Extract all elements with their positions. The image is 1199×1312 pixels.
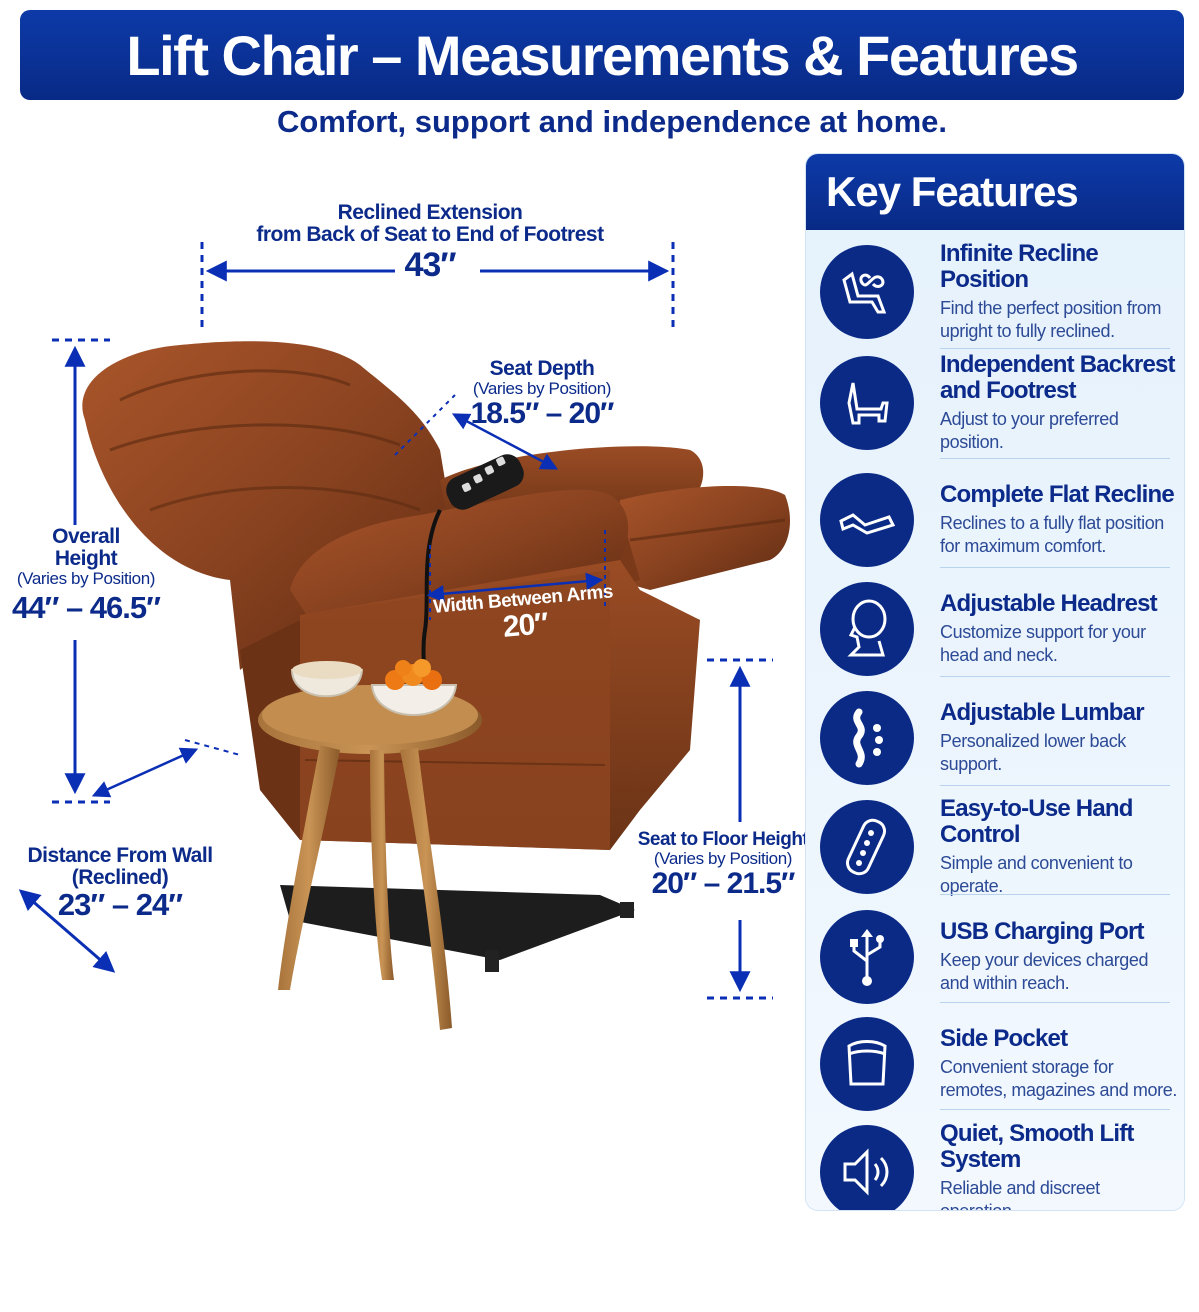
page-subtitle: Comfort, support and independence at hom… xyxy=(277,104,947,139)
side-pocket-icon xyxy=(820,1017,914,1111)
feature-desc: Keep your devices charged and within rea… xyxy=(940,949,1149,993)
seat-depth-title: Seat Depth xyxy=(489,357,595,380)
overall-height-label: Overall Height (Varies by Position) 44″ … xyxy=(4,525,168,625)
headrest-icon xyxy=(820,582,914,676)
overall-height-value: 44″ – 46.5″ xyxy=(12,589,161,625)
chair-illustration: Reclined Extension from Back of Seat to … xyxy=(0,150,809,1300)
flat-recline-icon xyxy=(820,473,914,567)
feature-title: Easy-to-Use Hand Control xyxy=(940,794,1133,848)
feature-title: Quiet, Smooth Lift System xyxy=(940,1119,1134,1173)
overall-height-note: (Varies by Position) xyxy=(16,569,156,589)
key-features-panel: Key Features Infinite Recline Position F… xyxy=(806,154,1184,1210)
recline-infinity-icon xyxy=(820,245,914,339)
feature-title: USB Charging Port xyxy=(940,917,1145,945)
feature-item-hand-control: Easy-to-Use Hand Control Simple and conv… xyxy=(806,795,1184,896)
lumbar-icon xyxy=(820,691,914,785)
feature-title: Independent Backrest and Footrest xyxy=(940,350,1176,404)
feature-item-quiet-lift: Quiet, Smooth Lift System Reliable and d… xyxy=(806,1120,1184,1210)
feature-item-usb-charging: USB Charging Port Keep your devices char… xyxy=(806,910,1184,1004)
reclined-extension-label: Reclined Extension from Back of Seat to … xyxy=(220,201,640,285)
chair-icon xyxy=(820,356,914,450)
feature-desc: Customize support for your head and neck… xyxy=(940,621,1146,665)
key-features-header: Key Features xyxy=(806,154,1184,230)
feature-divider xyxy=(940,567,1170,568)
feature-desc: Convenient storage for remotes, magazine… xyxy=(940,1056,1177,1100)
seat-depth-label: Seat Depth (Varies by Position) 18.5″ – … xyxy=(452,357,632,430)
distance-from-wall-label: Distance From Wall (Reclined) 23″ – 24″ xyxy=(20,844,220,923)
seat-depth-value: 18.5″ – 20″ xyxy=(470,396,615,430)
reclined-extension-subtitle: from Back of Seat to End of Footrest xyxy=(256,223,604,247)
feature-item-infinite-recline: Infinite Recline Position Find the perfe… xyxy=(806,240,1184,341)
key-features-heading: Key Features xyxy=(826,168,1079,215)
distance-from-wall-subtitle: (Reclined) xyxy=(71,866,169,890)
feature-item-adjustable-headrest: Adjustable Headrest Customize support fo… xyxy=(806,582,1184,676)
hand-control-icon xyxy=(820,800,914,894)
page-title: Lift Chair – Measurements & Features xyxy=(126,23,1079,87)
feature-desc: Find the perfect position from upright t… xyxy=(940,297,1162,341)
overall-height-title: Overall xyxy=(52,525,120,548)
seat-to-floor-label: Seat to Floor Height (Varies by Position… xyxy=(634,830,812,899)
usb-icon xyxy=(820,910,914,1004)
chair-drawing xyxy=(18,242,790,1030)
feature-item-side-pocket: Side Pocket Convenient storage for remot… xyxy=(806,1017,1184,1111)
measurement-lines xyxy=(18,242,773,1000)
feature-title: Infinite Recline Position xyxy=(940,239,1099,293)
feature-item-flat-recline: Complete Flat Recline Reclines to a full… xyxy=(806,473,1184,567)
seat-depth-note: (Varies by Position) xyxy=(472,379,612,399)
reclined-extension-value: 43″ xyxy=(404,246,456,285)
side-table xyxy=(258,659,482,1030)
feature-desc: Reclines to a fully flat position for ma… xyxy=(940,512,1164,556)
feature-desc: Personalized lower back support. xyxy=(940,730,1126,774)
feature-divider xyxy=(940,458,1170,459)
title-banner: Lift Chair – Measurements & Features xyxy=(20,10,1184,100)
overall-height-title-2: Height xyxy=(54,547,118,571)
feature-item-independent-backrest: Independent Backrest and Footrest Adjust… xyxy=(806,351,1184,452)
seat-to-floor-value: 20″ – 21.5″ xyxy=(651,866,796,900)
feature-divider xyxy=(940,1109,1170,1110)
feature-desc: Simple and convenient to operate. xyxy=(940,852,1133,896)
feature-desc: Adjust to your preferred position. xyxy=(940,408,1119,452)
seat-to-floor-note: (Varies by Position) xyxy=(653,848,793,868)
seat-to-floor-title: Seat to Floor Height xyxy=(637,829,809,850)
reclined-extension-title: Reclined Extension xyxy=(337,201,523,224)
distance-from-wall-value: 23″ – 24″ xyxy=(57,887,183,923)
feature-divider xyxy=(940,676,1170,677)
feature-divider xyxy=(940,894,1170,895)
feature-item-adjustable-lumbar: Adjustable Lumbar Personalized lower bac… xyxy=(806,691,1184,785)
feature-title: Complete Flat Recline xyxy=(940,480,1175,508)
lift-base xyxy=(280,885,635,972)
distance-from-wall-title: Distance From Wall xyxy=(27,844,213,867)
feature-desc: Reliable and discreet operation. xyxy=(940,1177,1100,1210)
speaker-icon xyxy=(820,1125,914,1210)
feature-title: Side Pocket xyxy=(940,1024,1068,1052)
feature-divider xyxy=(940,785,1170,786)
feature-title: Adjustable Lumbar xyxy=(940,698,1145,726)
feature-divider xyxy=(940,1002,1170,1003)
feature-title: Adjustable Headrest xyxy=(940,589,1158,617)
feature-divider xyxy=(940,348,1170,349)
